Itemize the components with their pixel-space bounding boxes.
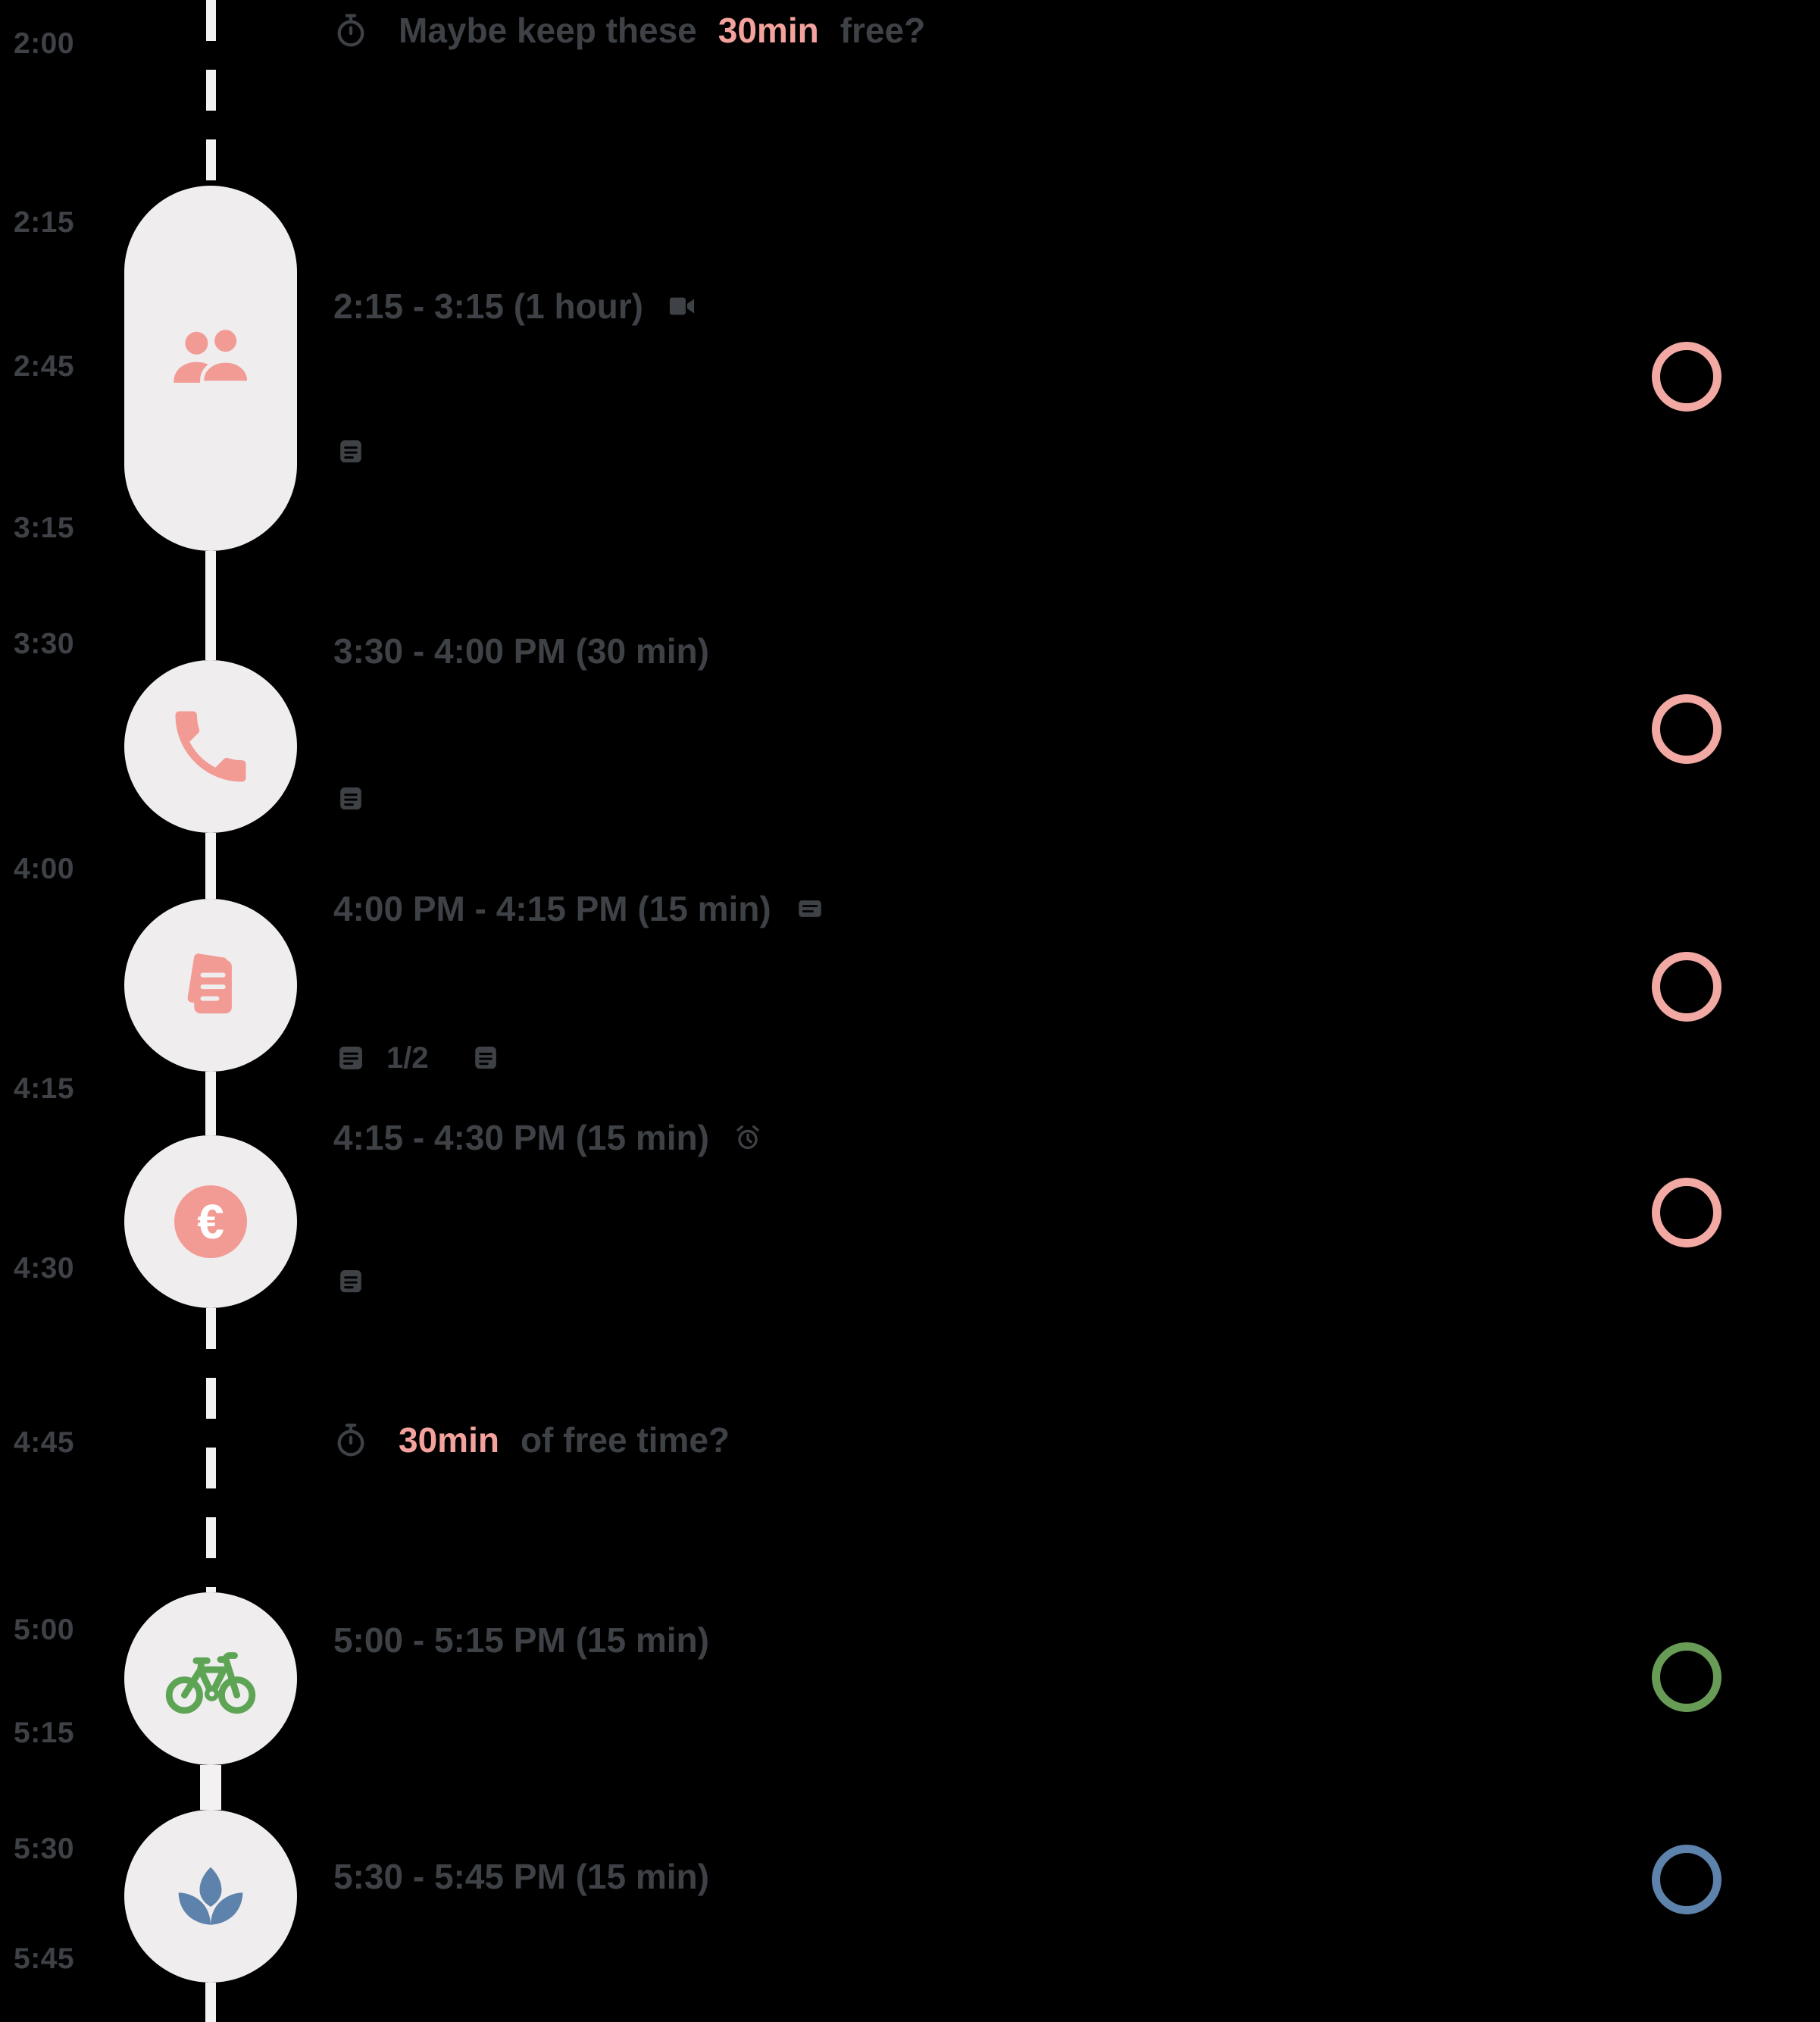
spa-icon — [164, 1849, 258, 1943]
video-icon — [666, 290, 698, 322]
time-label: 5:30 — [14, 1833, 75, 1865]
phone-icon — [164, 700, 258, 793]
subtasks-icon — [333, 1041, 368, 1075]
complete-task-ring[interactable] — [1652, 1642, 1721, 1712]
timer-icon — [330, 1419, 371, 1460]
task-time-row[interactable]: 3:30 - 4:00 PM (30 min) — [333, 631, 709, 671]
task-node-paperwork[interactable] — [124, 899, 297, 1072]
timeline-solid-segment — [205, 551, 216, 660]
time-label: 4:45 — [14, 1426, 75, 1459]
task-badges-row — [333, 434, 368, 469]
suggestion-text: Maybe keep these — [399, 11, 697, 50]
task-node-call[interactable] — [124, 660, 297, 833]
task-time-text: 5:00 - 5:15 PM (15 min) — [333, 1620, 709, 1660]
task-time-row[interactable]: 4:00 PM - 4:15 PM (15 min) — [333, 888, 826, 929]
task-time-row[interactable]: 5:00 - 5:15 PM (15 min) — [333, 1620, 709, 1660]
task-time-text: 4:00 PM - 4:15 PM (15 min) — [333, 889, 771, 928]
timer-icon — [330, 10, 371, 51]
suggestion-text-highlight: 30min — [399, 1420, 499, 1460]
time-label: 3:30 — [14, 628, 75, 660]
task-badges-row — [333, 781, 368, 816]
complete-task-ring[interactable] — [1652, 694, 1721, 764]
time-label: 4:15 — [14, 1072, 75, 1105]
task-time-text: 3:30 - 4:00 PM (30 min) — [333, 631, 709, 671]
timeline-solid-segment — [205, 1072, 216, 1135]
complete-task-ring[interactable] — [1652, 952, 1721, 1022]
task-badges-row — [333, 1264, 368, 1299]
time-label: 4:00 — [14, 853, 75, 885]
task-node-meeting[interactable] — [124, 186, 297, 551]
task-time-text: 5:30 - 5:45 PM (15 min) — [333, 1857, 709, 1896]
task-node-bike-ride[interactable] — [124, 1592, 297, 1765]
pages-icon — [164, 938, 258, 1032]
people-icon — [164, 313, 258, 407]
suggestion-row[interactable]: Maybe keep these 30min free? — [330, 10, 925, 51]
complete-task-ring[interactable] — [1652, 342, 1721, 412]
suggestion-row[interactable]: 30min of free time? — [330, 1419, 730, 1460]
task-time-text: 2:15 - 3:15 (1 hour) — [333, 286, 643, 326]
complete-task-ring[interactable] — [1652, 1178, 1721, 1247]
note-icon — [333, 781, 368, 816]
euro-icon-badge: € — [174, 1185, 247, 1258]
bike-icon — [164, 1632, 258, 1726]
note-icon — [333, 1264, 368, 1299]
subtask-progress: 1/2 — [386, 1041, 429, 1075]
timeline-solid-segment — [205, 833, 216, 899]
suggestion-text: of free time? — [520, 1420, 730, 1460]
task-time-row[interactable]: 5:30 - 5:45 PM (15 min) — [333, 1856, 709, 1897]
note-icon — [333, 434, 368, 469]
timeline-dashed-segment — [205, 0, 216, 186]
note-icon — [468, 1041, 503, 1075]
task-node-finances[interactable]: € — [124, 1135, 297, 1308]
suggestion-text: free? — [840, 11, 926, 50]
time-label: 3:15 — [14, 512, 75, 544]
task-time-row[interactable]: 2:15 - 3:15 (1 hour) — [333, 286, 698, 327]
time-label: 2:45 — [14, 350, 75, 383]
task-badges-row: 1/2 — [333, 1041, 503, 1075]
time-label: 2:00 — [14, 27, 75, 60]
time-label: 5:45 — [14, 1942, 75, 1975]
task-time-row[interactable]: 4:15 - 4:30 PM (15 min) — [333, 1117, 764, 1158]
timeline-solid-segment — [205, 1983, 216, 2022]
euro-icon: € — [174, 1185, 247, 1258]
complete-task-ring[interactable] — [1652, 1845, 1721, 1914]
list-icon — [794, 893, 826, 925]
timeline-solid-segment — [200, 1765, 221, 1810]
task-time-text: 4:15 - 4:30 PM (15 min) — [333, 1118, 709, 1157]
time-label: 5:00 — [14, 1614, 75, 1646]
time-label: 2:15 — [14, 206, 75, 239]
alarm-icon — [732, 1122, 764, 1153]
timeline-dashed-segment — [205, 1308, 216, 1592]
suggestion-text-highlight: 30min — [718, 11, 819, 50]
time-label: 5:15 — [14, 1717, 75, 1749]
time-label: 4:30 — [14, 1252, 75, 1285]
task-node-meditation[interactable] — [124, 1810, 297, 1983]
